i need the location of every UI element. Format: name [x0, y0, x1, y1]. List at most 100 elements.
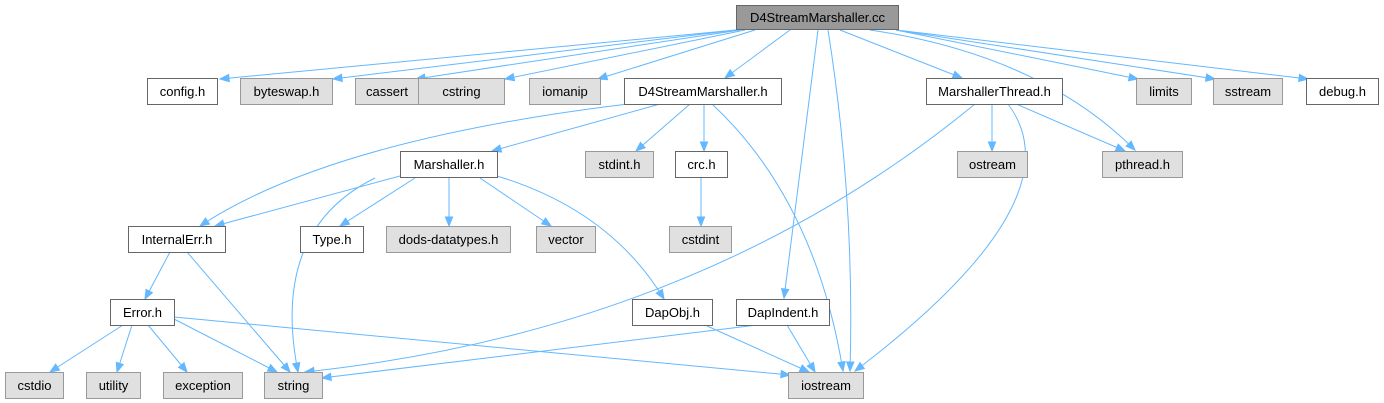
node-label: DapObj.h: [645, 305, 700, 320]
node-box: [386, 226, 511, 253]
node-box: [1136, 78, 1192, 105]
node-label: DapIndent.h: [748, 305, 819, 320]
edge-marshaller-to-dapobj: [496, 175, 665, 300]
node-box: [300, 226, 364, 253]
node-box: [669, 226, 732, 253]
node-box: [926, 78, 1063, 105]
edge-marshaller-to-type-arrowhead: [338, 217, 351, 227]
node-cstdint: cstdint: [669, 226, 732, 253]
edge-root-to-dapindent: [783, 29, 819, 299]
node-box: [632, 299, 713, 326]
edge-dapindent-to-iostream-arrowhead: [806, 361, 816, 374]
edge-d4sm_h-to-iostream-arrowhead: [837, 360, 846, 373]
edge-error-to-utility-arrowhead: [115, 361, 125, 374]
node-debug[interactable]: debug.h: [1306, 78, 1379, 105]
node-dapindent[interactable]: DapIndent.h: [736, 299, 830, 326]
edge-d4sm_h-to-iostream: [711, 103, 844, 372]
node-label: stdint.h: [599, 157, 641, 172]
node-utility: utility: [86, 372, 141, 399]
node-label: sstream: [1225, 84, 1271, 99]
node-box: [624, 78, 782, 105]
node-box: [5, 372, 64, 399]
node-label: iostream: [801, 378, 851, 393]
node-string: string: [264, 372, 323, 399]
node-marshaller[interactable]: Marshaller.h: [400, 151, 498, 178]
edge-root-to-mthread: [839, 29, 963, 79]
edge-internalerr-to-error-arrowhead: [144, 288, 154, 301]
node-label: crc.h: [687, 157, 715, 172]
node-mthread[interactable]: MarshallerThread.h: [926, 78, 1063, 105]
edge-d4sm_h-to-marshaller: [491, 103, 661, 152]
node-cstdio: cstdio: [5, 372, 64, 399]
node-ostream: ostream: [957, 151, 1028, 178]
node-box: [788, 372, 864, 399]
edge-root-to-config: [219, 29, 737, 80]
node-cassert: cassert: [355, 78, 419, 105]
edge-root-to-config-arrowhead: [218, 73, 230, 83]
edge-root-to-cstring-arrowhead: [503, 72, 516, 82]
node-box: [400, 151, 498, 178]
node-label: pthread.h: [1115, 157, 1170, 172]
node-type[interactable]: Type.h: [300, 226, 364, 253]
node-dapobj[interactable]: DapObj.h: [632, 299, 713, 326]
edge-error-to-exception-arrowhead: [177, 361, 188, 374]
node-box: [128, 226, 226, 253]
edge-dapindent-to-string: [321, 324, 758, 379]
edge-internalerr-to-string-arrowhead: [280, 361, 291, 374]
edge-internalerr-to-string: [186, 251, 291, 373]
node-config[interactable]: config.h: [147, 78, 218, 105]
edge-marshaller-to-string: [291, 177, 376, 373]
node-label: config.h: [160, 84, 206, 99]
node-dods: dods-datatypes.h: [386, 226, 511, 253]
edge-root-to-byteswap-arrowhead: [331, 73, 343, 83]
edge-marshaller-to-dods-arrowhead: [444, 216, 454, 228]
node-box: [736, 5, 899, 30]
edge-root-to-mthread-arrowhead: [951, 70, 964, 79]
node-label: utility: [99, 378, 129, 393]
edge-d4sm_h-to-stdint: [635, 103, 691, 152]
node-box: [1102, 151, 1183, 178]
node-sstream: sstream: [1213, 78, 1283, 105]
node-box: [585, 151, 654, 178]
edge-error-to-iostream-arrowhead: [780, 369, 792, 379]
node-label: iomanip: [542, 84, 588, 99]
edge-crc-to-cstdint-arrowhead: [696, 216, 706, 228]
edge-root-to-limits-arrowhead: [1127, 72, 1140, 82]
edge-dapobj-to-iostream: [704, 324, 810, 373]
edge-mthread-to-iostream-arrowhead: [853, 361, 866, 372]
edge-d4sm_h-to-internalerr: [199, 103, 629, 227]
node-pthread: pthread.h: [1102, 151, 1183, 178]
node-box: [536, 226, 596, 253]
node-iomanip: iomanip: [529, 78, 601, 105]
node-box: [529, 78, 601, 105]
edge-mthread-to-pthread-arrowhead: [1114, 143, 1127, 152]
node-limits: limits: [1136, 78, 1192, 105]
edge-root-to-sstream: [895, 29, 1216, 80]
node-d4sm_h[interactable]: D4StreamMarshaller.h: [624, 78, 782, 105]
edge-marshaller-to-string-arrowhead: [291, 361, 301, 374]
node-error[interactable]: Error.h: [110, 299, 175, 326]
edge-mthread-to-iostream: [854, 103, 1026, 372]
node-box: [675, 151, 728, 178]
edge-error-to-exception: [147, 324, 188, 373]
node-box: [264, 372, 323, 399]
node-box: [736, 299, 830, 326]
edge-dapobj-to-iostream-arrowhead: [798, 364, 811, 373]
edge-d4sm_h-to-internalerr-arrowhead: [198, 217, 211, 227]
edge-mthread-to-ostream-arrowhead: [987, 141, 997, 153]
edge-error-to-string-arrowhead: [266, 363, 279, 373]
node-label: cassert: [366, 84, 408, 99]
node-label: Error.h: [123, 305, 162, 320]
node-label: D4StreamMarshaller.h: [638, 84, 767, 99]
node-label: limits: [1149, 84, 1179, 99]
edge-root-to-limits: [895, 29, 1139, 80]
edge-root-to-debug-arrowhead: [1298, 73, 1310, 83]
node-label: debug.h: [1319, 84, 1366, 99]
node-internalerr[interactable]: InternalErr.h: [128, 226, 226, 253]
node-box: [957, 151, 1028, 178]
edge-marshaller-to-type: [339, 177, 416, 227]
node-label: ostream: [969, 157, 1016, 172]
edge-root-to-d4sm_h-arrowhead: [723, 68, 736, 79]
node-crc[interactable]: crc.h: [675, 151, 728, 178]
